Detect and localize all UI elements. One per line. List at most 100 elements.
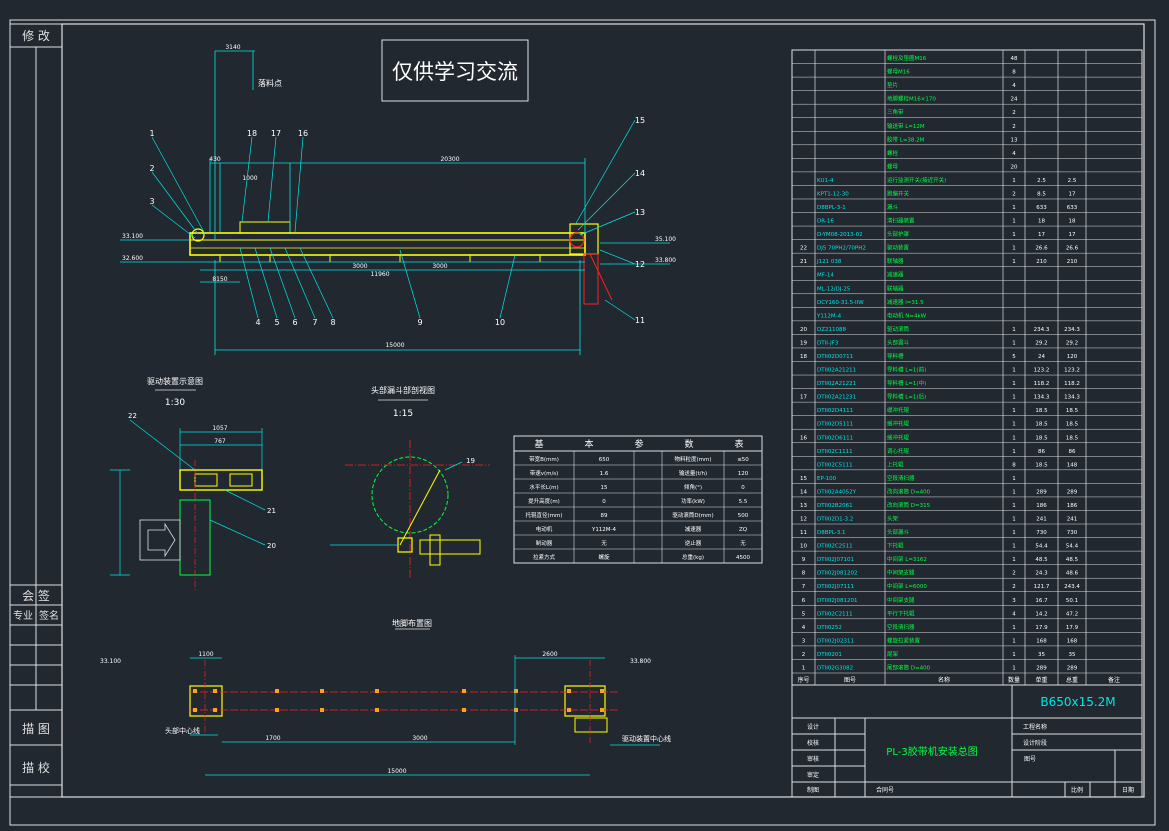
title-block: B650x15.2M PL-3胶带机安装总图 设计 校核 审核 审定 制图 工程… <box>791 684 1143 798</box>
bom-cell-37-0: 9 <box>802 557 806 563</box>
drive-callout-22: 22 <box>128 412 137 420</box>
param-cell-3-0: 提升高度(m) <box>528 497 560 505</box>
param-cell-7-4: 4500 <box>736 555 750 561</box>
bom-cell-37-4: 48.5 <box>1035 557 1048 563</box>
bom-cell-8-3: 20 <box>1011 164 1018 170</box>
drive-dim-w1: 1057 <box>212 425 227 432</box>
bom-cell-36-1: DTII02C2511 <box>817 544 853 550</box>
bom-cell-9-4: 2.5 <box>1037 178 1046 184</box>
param-cell-0-0: 带宽B(mm) <box>529 455 559 463</box>
param-cell-1-1: 1.6 <box>600 471 609 477</box>
bom-cell-7-3: 4 <box>1012 151 1016 157</box>
bom-cell-22-4: 24 <box>1038 354 1045 360</box>
bom-cell-42-5: 17.9 <box>1066 625 1079 631</box>
bom-cell-41-2: 平行下托辊 <box>887 609 915 617</box>
bom-cell-36-3: 1 <box>1012 544 1016 550</box>
dim-d4: 11960 <box>370 271 389 278</box>
bom-cell-40-4: 16.7 <box>1035 598 1048 604</box>
bom-cell-28-3: 1 <box>1012 435 1016 441</box>
callout-11: 11 <box>635 316 645 325</box>
param-cell-6-0: 制动器 <box>536 539 553 547</box>
bom-cell-39-3: 2 <box>1012 584 1016 590</box>
bom-cell-17-2: 联轴器 <box>887 284 904 292</box>
bom-cell-45-3: 1 <box>1012 666 1016 672</box>
bom-cell-43-0: 3 <box>802 638 806 644</box>
callout-1: 1 <box>149 129 154 138</box>
bom-cell-35-5: 730 <box>1067 530 1078 536</box>
bom-cell-41-5: 47.2 <box>1066 611 1078 617</box>
role-design: 设计 <box>807 723 819 731</box>
trace-label: 描 图 <box>22 722 50 736</box>
bom-header-1: 图号 <box>844 677 856 684</box>
bom-cell-31-3: 1 <box>1012 476 1016 482</box>
plan-dim-c: 2600 <box>542 651 557 658</box>
plan-elev-left: 33.100 <box>100 658 121 665</box>
dim-d9: 1000 <box>242 175 257 182</box>
bom-cell-10-2: 跑偏开关 <box>887 189 910 197</box>
bom-cell-11-4: 633 <box>1036 205 1047 211</box>
bom-cell-26-2: 缓冲托辊 <box>887 406 910 414</box>
dim-d7: 3000 <box>432 263 447 270</box>
drive-view-scale: 1:30 <box>165 398 185 408</box>
bom-header-6: 备注 <box>1108 676 1120 684</box>
head-chute-section-view: 头部漏斗部剖视图 1:15 19 <box>330 385 490 580</box>
bom-cell-22-3: 5 <box>1012 354 1016 360</box>
drive-view-title: 驱动装置示意图 <box>147 376 203 386</box>
callout-5: 5 <box>274 318 279 327</box>
bom-cell-21-4: 29.2 <box>1035 340 1047 346</box>
bom-cell-6-2: 胶带 L=38.2M <box>887 135 925 143</box>
bom-cell-22-0: 18 <box>800 354 807 360</box>
bom-cell-18-1: DCY160-31.5-IIW <box>817 300 864 306</box>
bom-cell-23-1: DTII02A21211 <box>817 368 856 374</box>
bom-cell-2-2: 垫片 <box>887 81 898 89</box>
bom-cell-33-3: 1 <box>1012 503 1016 509</box>
bom-cell-33-1: DTII02B2061 <box>817 503 853 509</box>
bom-cell-33-2: 改向滚筒 D=315 <box>887 501 931 509</box>
bom-cell-32-3: 1 <box>1012 489 1016 495</box>
bom-cell-35-4: 730 <box>1036 530 1047 536</box>
bom-cell-13-3: 1 <box>1012 232 1016 238</box>
bom-cell-39-0: 7 <box>802 584 806 590</box>
bom-cell-14-4: 26.6 <box>1035 246 1048 252</box>
param-cell-1-4: 120 <box>738 471 749 477</box>
bom-cell-12-2: 清扫器装置 <box>887 217 915 225</box>
param-header-1: 本 <box>584 438 593 450</box>
bom-cell-41-0: 5 <box>802 611 806 617</box>
bom-header-0: 序号 <box>797 676 809 684</box>
countersign-label: 会 签 <box>22 588 50 603</box>
spec-label: B650x15.2M <box>1040 695 1115 709</box>
bom-cell-11-1: D8BPL-3-1 <box>817 205 846 211</box>
bom-cell-25-0: 17 <box>800 395 807 401</box>
bom-cell-31-2: 空段清扫器 <box>887 474 915 482</box>
bom-cell-21-3: 1 <box>1012 340 1016 346</box>
dim-d5: 8150 <box>212 276 227 283</box>
bom-cell-28-5: 18.5 <box>1066 435 1079 441</box>
bom-cell-19-2: 电动机 N=4kW <box>887 311 927 319</box>
role-draw: 制图 <box>807 786 819 794</box>
bom-cell-24-5: 118.2 <box>1064 381 1080 387</box>
dim-d6: 3000 <box>352 263 367 270</box>
bom-cell-15-3: 1 <box>1012 259 1016 265</box>
callout-13: 13 <box>635 208 645 217</box>
callout-17: 17 <box>271 129 281 138</box>
param-cell-6-3: 逆止器 <box>685 539 702 547</box>
bom-cell-23-4: 123.2 <box>1034 368 1050 374</box>
bom-cell-14-1: DJ5 70PH2/70PH2 <box>817 246 866 252</box>
inner-frame <box>61 23 1145 798</box>
bom-cell-10-5: 17 <box>1069 191 1076 197</box>
bom-cell-25-5: 134.3 <box>1064 395 1080 401</box>
bom-cell-15-1: J121 038 <box>816 259 842 265</box>
bom-cell-0-2: 螺栓及垫圈M16 <box>887 54 927 62</box>
bom-cell-16-2: 减速器 <box>887 271 904 279</box>
bom-cell-43-5: 168 <box>1067 638 1078 644</box>
bom-cell-13-2: 头部护罩 <box>887 230 910 238</box>
bom-cell-36-5: 54.4 <box>1066 544 1079 550</box>
bom-cell-42-3: 1 <box>1012 625 1016 631</box>
param-cell-2-4: 0 <box>741 485 745 491</box>
bom-cell-1-3: 8 <box>1012 70 1016 76</box>
bom-cell-21-5: 29.2 <box>1066 340 1078 346</box>
field-date: 日期 <box>1122 786 1134 794</box>
bom-cell-7-2: 螺栓 <box>887 149 899 157</box>
param-cell-0-4: ≤50 <box>737 457 749 463</box>
bom-cell-9-3: 1 <box>1012 178 1016 184</box>
